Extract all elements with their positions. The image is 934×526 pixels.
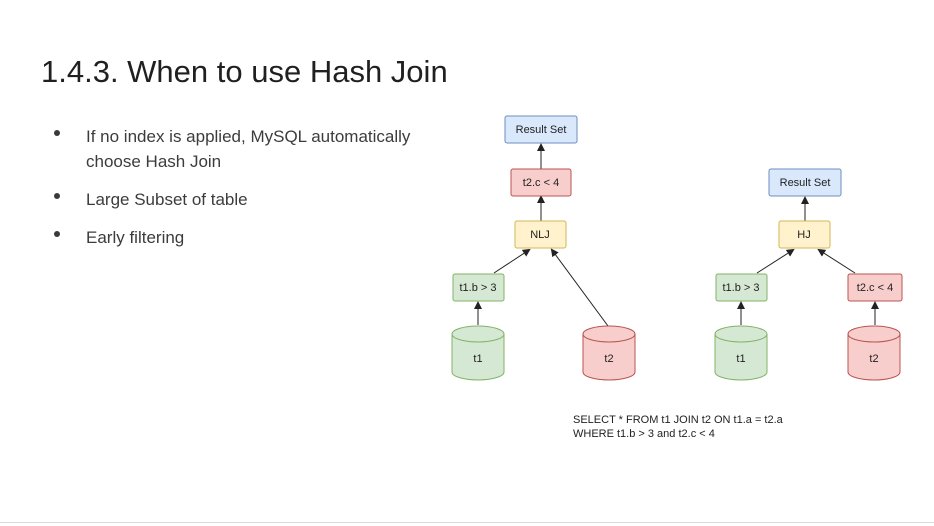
- nlj-node: NLJ: [514, 220, 567, 249]
- table-t1-cylinder: t1: [714, 325, 768, 381]
- slide-title: 1.4.3. When to use Hash Join: [41, 54, 448, 89]
- bullet-dot-icon: [54, 130, 60, 136]
- result-set-label: Result Set: [780, 177, 831, 189]
- bullet-text: Early filtering: [86, 228, 185, 247]
- hj-label: HJ: [797, 229, 810, 241]
- filter-t2-label: t2.c < 4: [857, 282, 893, 294]
- hj-node: HJ: [778, 220, 831, 249]
- table-t2-label: t2: [604, 353, 613, 365]
- bullet-text: Large Subset of table: [86, 190, 248, 209]
- table-t1-label: t1: [473, 353, 482, 365]
- filter-t1-label: t1.b > 3: [459, 282, 496, 294]
- table-t1-cylinder: t1: [451, 325, 505, 381]
- result-set-node: Result Set: [504, 115, 578, 144]
- filter-t1-label: t1.b > 3: [722, 282, 759, 294]
- filter-t2-label: t2.c < 4: [523, 177, 559, 189]
- edge-t2filter-to-hj: [817, 248, 856, 274]
- filter-t1-node: t1.b > 3: [452, 273, 505, 302]
- right-plan: Result Set HJ t1.b > 3 t2.c < 4 t1: [714, 168, 903, 381]
- left-plan: Result Set t2.c < 4 NLJ t1.b > 3 t1: [451, 115, 636, 381]
- filter-t2-node: t2.c < 4: [510, 168, 572, 197]
- result-set-node: Result Set: [768, 168, 842, 197]
- bullet-dot-icon: [54, 231, 60, 237]
- edge-t1filter-to-hj: [756, 248, 795, 274]
- sql-query-line: WHERE t1.b > 3 and t2.c < 4: [573, 428, 715, 440]
- bullet-dot-icon: [54, 193, 60, 199]
- filter-t1-node: t1.b > 3: [715, 273, 768, 302]
- bullet-text: If no index is applied, MySQL automatica…: [86, 127, 411, 171]
- table-t1-label: t1: [736, 353, 745, 365]
- table-t2-cylinder: t2: [847, 325, 901, 381]
- result-set-label: Result Set: [516, 124, 567, 136]
- table-t2-label: t2: [869, 353, 878, 365]
- filter-t2-node: t2.c < 4: [847, 273, 903, 302]
- table-t2-cylinder: t2: [582, 325, 636, 381]
- sql-query-line: SELECT * FROM t1 JOIN t2 ON t1.a = t2.a: [573, 414, 783, 426]
- sql-query: SELECT * FROM t1 JOIN t2 ON t1.a = t2.a …: [573, 413, 783, 441]
- edge-t2-to-join: [550, 248, 609, 327]
- edge-t1filter-to-join: [493, 248, 531, 274]
- nlj-label: NLJ: [530, 229, 550, 241]
